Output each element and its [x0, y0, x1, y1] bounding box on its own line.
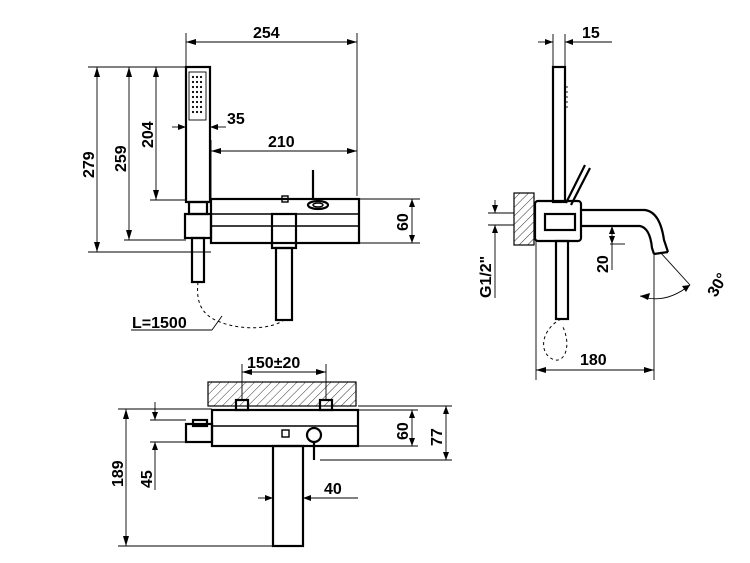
- dim-279-label: 279: [81, 151, 98, 178]
- top-view: 150±20 60 77 189 45 40: [110, 355, 452, 548]
- spout-pipe: [274, 246, 294, 322]
- side-hose-outlet: [554, 239, 570, 321]
- side-hose-path: [543, 318, 568, 361]
- side-spout-bottom: [581, 224, 656, 255]
- lever-base: [306, 199, 330, 211]
- side-lever: [565, 164, 586, 204]
- top-wall-section: [207, 381, 357, 407]
- top-spout: [271, 444, 305, 548]
- thread-size-label: G1/2": [478, 256, 495, 298]
- dim-210-label: 210: [268, 134, 295, 151]
- dim-15-label: 15: [582, 25, 600, 42]
- mixer-body: [209, 197, 361, 245]
- shower-nozzle-grid: [188, 71, 207, 121]
- dim-254-label: 254: [253, 25, 280, 42]
- front-view: 254 35 210 279 259 204: [81, 25, 420, 332]
- shower-holder-base: [183, 212, 213, 240]
- dim-189-label: 189: [110, 460, 127, 487]
- top-lever: [305, 426, 323, 444]
- hose-length-label: L=1500: [132, 315, 187, 332]
- dim-150-label: 150±20: [247, 355, 300, 372]
- dim-259-label: 259: [113, 145, 130, 172]
- dim-40-label: 40: [324, 481, 342, 498]
- dim-45-label: 45: [139, 470, 156, 488]
- top-shower-holder: [184, 422, 214, 444]
- dim-60-top-label: 60: [395, 422, 412, 440]
- dim-180-label: 180: [580, 352, 607, 369]
- side-view: 15 G1/2" 20 30° 180: [478, 25, 732, 380]
- hose-outlet: [190, 236, 206, 284]
- shower-holder: [187, 200, 209, 216]
- top-mixer-body: [210, 408, 360, 448]
- dim-35-label: 35: [227, 111, 245, 128]
- wall-section: [513, 192, 535, 246]
- shower-nozzle-dots: [191, 75, 203, 114]
- angle-30-label: 30°: [705, 271, 732, 300]
- side-shower-head: [551, 65, 567, 204]
- side-spout-top: [581, 208, 670, 253]
- dim-20-label: 20: [595, 255, 612, 273]
- hose-path: [197, 281, 285, 329]
- dim-60-front-label: 60: [395, 213, 412, 231]
- side-mixer-inner: [543, 212, 577, 232]
- dim-77-label: 77: [429, 428, 446, 446]
- dim-204-label: 204: [140, 121, 157, 148]
